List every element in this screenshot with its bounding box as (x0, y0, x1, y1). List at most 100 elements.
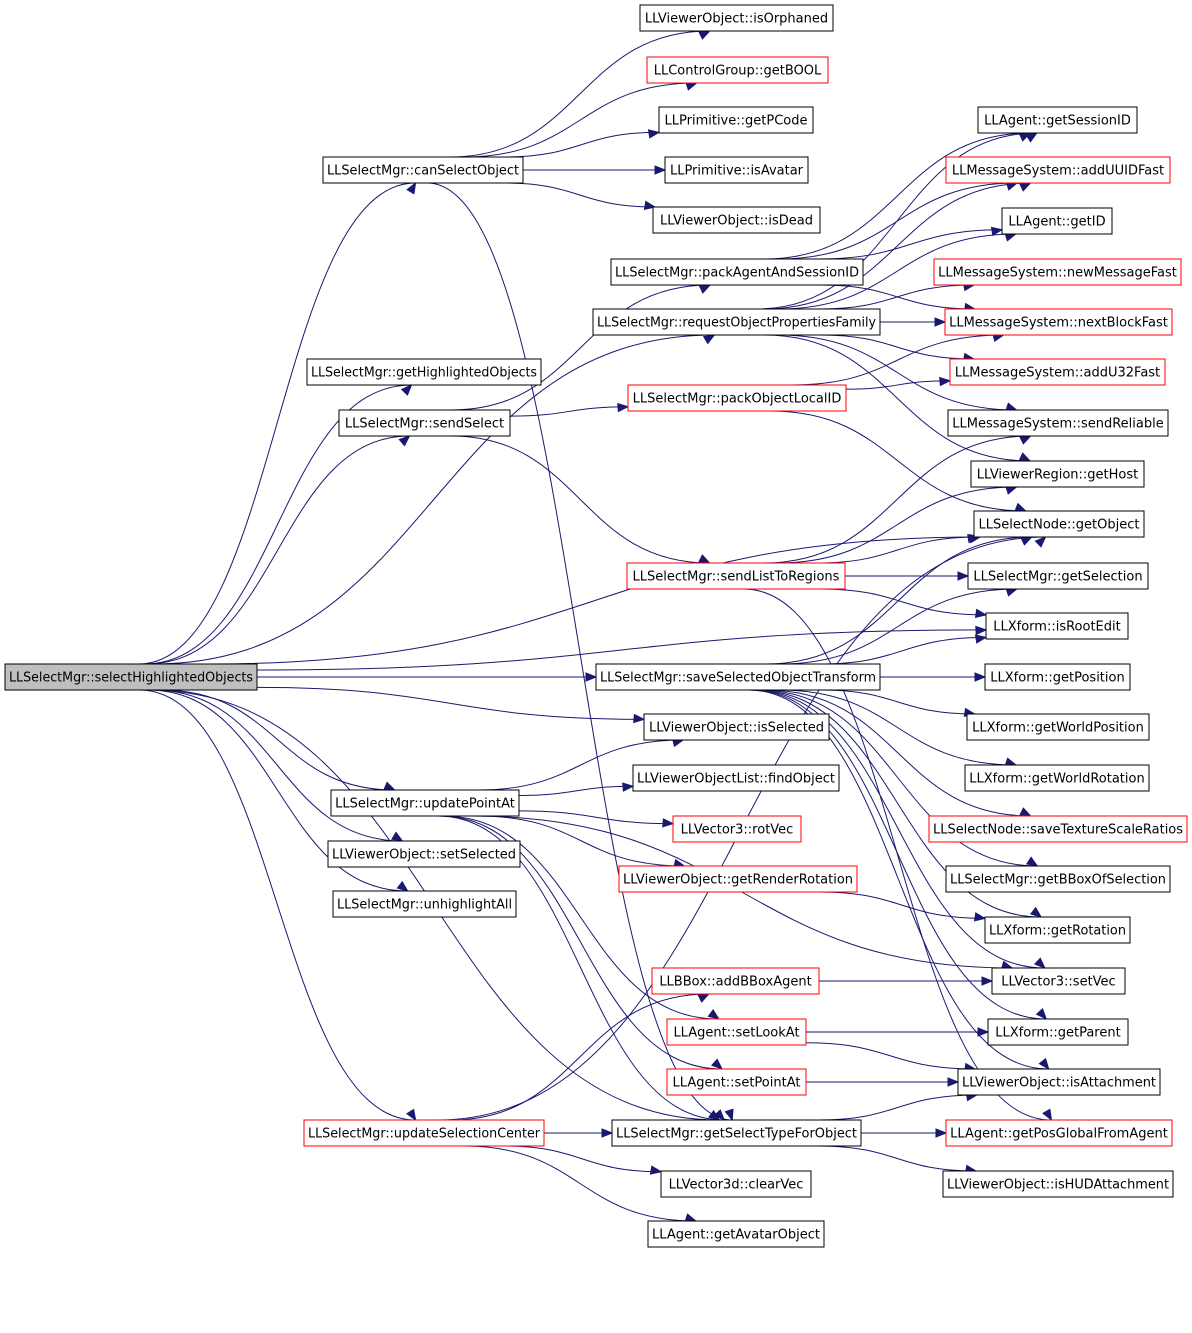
node-save-texture-scale-ratios[interactable]: LLSelectNode::saveTextureScaleRatios (928, 815, 1188, 843)
node-box-is-orphaned (639, 4, 834, 32)
edge-save-selected-object-transform-to-is-attachment (748, 689, 1049, 1070)
node-label-get-host: LLViewerRegion::getHost (977, 468, 1138, 483)
node-label-rot-vec: LLVector3::rotVec (681, 823, 794, 838)
node-box-save-selected-object-transform (595, 663, 881, 691)
arrowhead-save-selected-object-transform-to-get-rotation (1029, 906, 1043, 918)
arrowhead-update-selection-center-to-add-b-box-agent (697, 993, 711, 1003)
node-box-get-p-code (658, 106, 814, 134)
node-send-reliable[interactable]: LLMessageSystem::sendReliable (947, 409, 1169, 437)
edge-set-look-at-to-is-attachment (805, 1042, 976, 1070)
node-box-update-point-at (330, 789, 520, 817)
arrowhead-update-point-at-to-set-look-at (707, 1008, 720, 1020)
node-is-orphaned[interactable]: LLViewerObject::isOrphaned (639, 4, 834, 32)
node-label-get-highlighted-objects: LLSelectMgr::getHighlightedObjects (311, 366, 537, 381)
node-get-selection[interactable]: LLSelectMgr::getSelection (967, 562, 1149, 590)
node-is-attachment[interactable]: LLViewerObject::isAttachment (957, 1068, 1161, 1096)
arrowhead-update-point-at-to-rot-vec (662, 818, 675, 828)
node-label-is-hud-attachment: LLViewerObject::isHUDAttachment (947, 1178, 1169, 1193)
node-box-request-object-properties-family (592, 308, 881, 336)
node-get-highlighted-objects[interactable]: LLSelectMgr::getHighlightedObjects (306, 358, 542, 386)
node-is-avatar[interactable]: LLPrimitive::isAvatar (664, 156, 809, 184)
arrowhead-root-to-can-select-object (406, 181, 417, 195)
node-box-add-u32-fast (949, 358, 1166, 386)
node-get-id[interactable]: LLAgent::getID (1001, 207, 1113, 235)
arrowhead-save-selected-object-transform-to-get-parent (1035, 1008, 1048, 1020)
node-get-bool[interactable]: LLControlGroup::getBOOL (646, 56, 829, 84)
edge-update-point-at-to-find-object (518, 785, 634, 796)
arrowhead-send-list-to-regions-to-send-reliable (1019, 435, 1032, 445)
node-label-send-reliable: LLMessageSystem::sendReliable (952, 417, 1163, 432)
edge-send-select-to-pack-object-local-id (509, 406, 629, 417)
edge-get-select-type-for-object-to-is-attachment (818, 1094, 977, 1121)
arrowhead-root-to-update-point-at (383, 781, 396, 791)
node-is-selected[interactable]: LLViewerObject::isSelected (643, 713, 830, 741)
node-get-b-box-of-selection[interactable]: LLSelectMgr::getBBoxOfSelection (945, 865, 1171, 893)
node-get-world-rotation[interactable]: LLXform::getWorldRotation (964, 764, 1150, 792)
node-get-session-id[interactable]: LLAgent::getSessionID (977, 106, 1138, 134)
node-add-b-box-agent[interactable]: LLBBox::addBBoxAgent (651, 967, 820, 995)
node-is-root-edit[interactable]: LLXform::isRootEdit (985, 612, 1129, 640)
edge-update-point-at-to-rot-vec (518, 810, 674, 825)
node-get-p-code[interactable]: LLPrimitive::getPCode (658, 106, 814, 134)
node-label-get-render-rotation: LLViewerObject::getRenderRotation (623, 873, 853, 888)
edge-root-to-set-selected (152, 689, 403, 842)
arrowhead-pack-agent-and-session-id-to-get-id (990, 226, 1004, 237)
node-is-hud-attachment[interactable]: LLViewerObject::isHUDAttachment (942, 1170, 1174, 1198)
node-pack-agent-and-session-id[interactable]: LLSelectMgr::packAgentAndSessionID (610, 258, 864, 286)
node-get-select-type-for-object[interactable]: LLSelectMgr::getSelectTypeForObject (611, 1119, 862, 1147)
arrowhead-root-to-is-root-edit (975, 625, 988, 636)
node-update-point-at[interactable]: LLSelectMgr::updatePointAt (330, 789, 520, 817)
node-get-world-position[interactable]: LLXform::getWorldPosition (966, 713, 1150, 741)
node-send-select[interactable]: LLSelectMgr::sendSelect (338, 409, 511, 437)
node-box-rot-vec (672, 815, 802, 843)
node-update-selection-center[interactable]: LLSelectMgr::updateSelectionCenter (303, 1119, 545, 1147)
node-label-get-session-id: LLAgent::getSessionID (984, 114, 1131, 129)
node-rot-vec[interactable]: LLVector3::rotVec (672, 815, 802, 843)
node-box-is-hud-attachment (942, 1170, 1174, 1198)
node-set-point-at[interactable]: LLAgent::setPointAt (666, 1068, 807, 1096)
node-get-render-rotation[interactable]: LLViewerObject::getRenderRotation (618, 865, 858, 893)
node-set-vec[interactable]: LLVector3::setVec (991, 967, 1126, 995)
node-new-message-fast[interactable]: LLMessageSystem::newMessageFast (933, 258, 1182, 286)
node-box-clear-vec (660, 1170, 812, 1198)
node-label-get-selection: LLSelectMgr::getSelection (973, 570, 1142, 585)
edge-can-select-object-to-is-dead (504, 182, 655, 208)
node-label-get-id: LLAgent::getID (1008, 215, 1105, 230)
node-set-selected[interactable]: LLViewerObject::setSelected (327, 840, 521, 868)
node-add-u32-fast[interactable]: LLMessageSystem::addU32Fast (949, 358, 1166, 386)
node-box-set-point-at (666, 1068, 807, 1096)
node-box-next-block-fast (944, 308, 1173, 336)
node-get-parent[interactable]: LLXform::getParent (987, 1018, 1129, 1046)
node-get-object[interactable]: LLSelectNode::getObject (973, 510, 1145, 538)
node-get-rotation[interactable]: LLXform::getRotation (984, 916, 1131, 944)
node-unhighlight-all[interactable]: LLSelectMgr::unhighlightAll (332, 890, 517, 918)
node-send-list-to-regions[interactable]: LLSelectMgr::sendListToRegions (626, 562, 846, 590)
node-request-object-properties-family[interactable]: LLSelectMgr::requestObjectPropertiesFami… (592, 308, 881, 336)
node-label-add-u32-fast: LLMessageSystem::addU32Fast (955, 366, 1160, 381)
node-find-object[interactable]: LLViewerObjectList::findObject (632, 764, 840, 792)
arrowhead-can-select-object-to-is-orphaned (698, 30, 711, 40)
edge-send-list-to-regions-to-send-reliable (763, 435, 1031, 564)
node-label-set-look-at: LLAgent::setLookAt (673, 1026, 799, 1041)
node-get-pos-global-from-agent[interactable]: LLAgent::getPosGlobalFromAgent (945, 1119, 1173, 1147)
node-save-selected-object-transform[interactable]: LLSelectMgr::saveSelectedObjectTransform (595, 663, 881, 691)
edge-save-selected-object-transform-to-get-selection (779, 588, 1017, 665)
function-nodes: LLSelectMgr::selectHighlightedObjectsLLS… (4, 4, 1188, 1248)
node-pack-object-local-id[interactable]: LLSelectMgr::packObjectLocalID (627, 384, 847, 412)
arrowhead-add-b-box-agent-to-set-vec (981, 976, 994, 986)
arrowhead-save-selected-object-transform-to-save-texture-scale-ratios (1019, 807, 1032, 817)
edge-get-select-type-for-object-to-is-hud-attachment (818, 1145, 977, 1172)
node-label-get-pos-global-from-agent: LLAgent::getPosGlobalFromAgent (950, 1127, 1168, 1142)
node-add-uuid-fast[interactable]: LLMessageSystem::addUUIDFast (945, 156, 1171, 184)
edge-save-selected-object-transform-to-get-object (765, 536, 1032, 665)
node-can-select-object[interactable]: LLSelectMgr::canSelectObject (322, 156, 524, 184)
node-next-block-fast[interactable]: LLMessageSystem::nextBlockFast (944, 308, 1173, 336)
node-label-update-point-at: LLSelectMgr::updatePointAt (335, 797, 515, 812)
node-set-look-at[interactable]: LLAgent::setLookAt (666, 1018, 807, 1046)
node-clear-vec[interactable]: LLVector3d::clearVec (660, 1170, 812, 1198)
node-is-dead[interactable]: LLViewerObject::isDead (652, 206, 821, 234)
node-get-avatar-object[interactable]: LLAgent::getAvatarObject (647, 1220, 825, 1248)
node-label-find-object: LLViewerObjectList::findObject (637, 772, 835, 787)
node-get-host[interactable]: LLViewerRegion::getHost (970, 460, 1145, 488)
node-get-position[interactable]: LLXform::getPosition (984, 663, 1131, 691)
